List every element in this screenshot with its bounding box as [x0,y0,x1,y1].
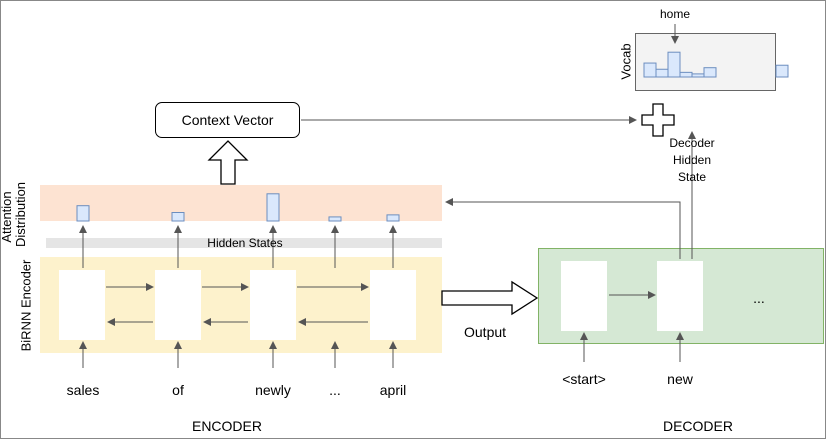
vocab-bar [655,68,669,78]
decoder-title: DECODER [662,418,733,434]
vocab-bar [703,67,717,78]
hollow-right-arrow-icon [441,280,539,316]
birnn-encoder-label: BiRNN Encoder [18,259,34,352]
attention-bar [76,205,90,222]
encoder-input-sales: sales [66,382,100,398]
vocab-bar [775,64,789,78]
decoder-hidden-state-label: Decoder Hidden State [660,135,724,186]
hollow-up-arrow-icon [207,140,249,185]
attention-bar [266,193,280,222]
encoder-input-ellipsis: ... [329,382,341,398]
context-vector-label: Context Vector [181,112,274,128]
decoder-hidden-state-line2: Hidden [672,153,712,167]
decoder-ellipsis: ... [753,290,765,306]
attention-distribution-label: Attention Distribution [0,181,28,247]
hidden-states-label: Hidden States [207,236,283,250]
attention-bar [328,216,342,222]
encoder-input-newly: newly [255,382,291,398]
plus-icon [641,103,675,137]
home-label: home [659,7,691,21]
output-label: Output [464,324,507,340]
attention-bar [386,214,400,222]
context-vector-box [155,102,300,138]
decoder-cell [657,261,703,331]
encoder-cell [370,270,416,340]
vocab-bar [667,51,681,78]
decoder-hidden-state-line3: State [677,170,707,184]
attention-bar [171,212,185,222]
attention-distribution-band [40,185,442,221]
vocab-bar [691,73,705,78]
decoder-input-new: new [667,371,693,387]
encoder-input-april: april [379,382,407,398]
decoder-state-to-attention-arrow [445,198,681,259]
hidden-states-band [46,238,442,248]
attention-label-line2: Distribution [13,181,28,247]
vocab-box [635,33,776,91]
attention-bars [76,193,400,222]
encoder-title: ENCODER [191,418,262,434]
encoder-input-of: of [172,382,184,398]
vocab-bars [643,51,789,78]
decoder-hidden-state-line1: Decoder [669,136,715,150]
decoder-cell [561,261,607,331]
decoder-input-start: <start> [562,371,606,387]
encoder-cell [155,270,201,340]
attention-label-line1: Attention [0,191,14,243]
encoder-cell [250,270,296,340]
vocab-label: Vocab [618,43,634,80]
encoder-cell [59,270,105,340]
vocab-bar [643,62,657,78]
vocab-bar [679,71,693,78]
